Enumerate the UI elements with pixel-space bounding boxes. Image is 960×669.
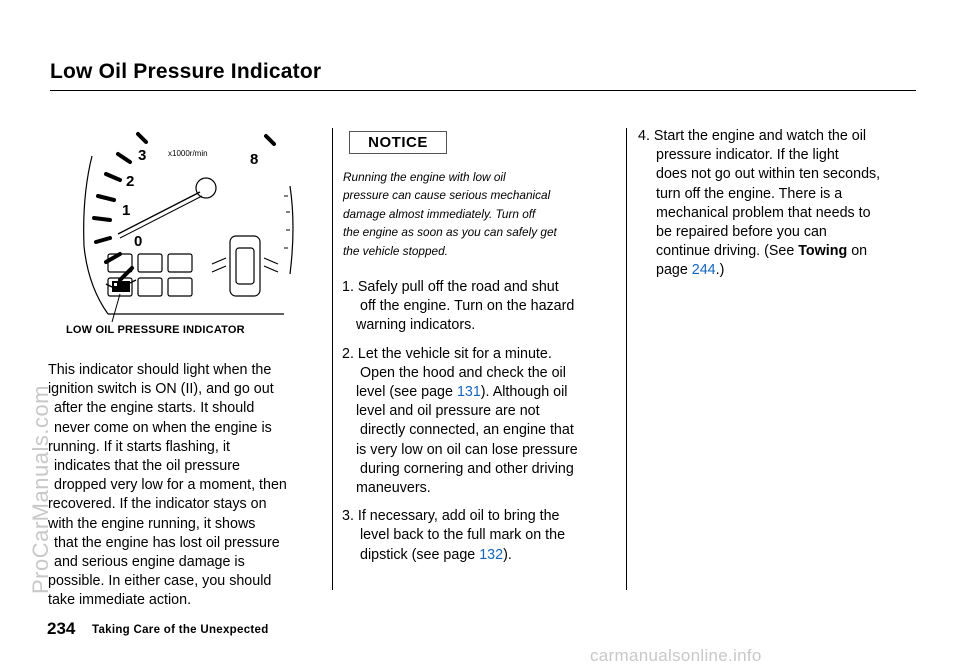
page-title: Low Oil Pressure Indicator (50, 60, 322, 83)
needle-hub (195, 177, 217, 199)
step-1: 1. Safely pull off the road and shut off… (342, 278, 624, 336)
text-line: the vehicle stopped. (343, 243, 448, 258)
column-divider (332, 128, 333, 590)
page-number: 234 (47, 619, 76, 638)
notice-label: NOTICE (349, 131, 447, 154)
tach-label: 0 (134, 233, 142, 250)
text-line: 3. If necessary, add oil to bring the (342, 508, 560, 525)
text-line: ignition switch is ON (II), and go out (48, 381, 274, 398)
figure-caption: LOW OIL PRESSURE INDICATOR (66, 324, 245, 336)
text-line: This indicator should light when the (48, 362, 272, 378)
tach-redline-tick (264, 134, 276, 146)
instrument-cluster-illustration: 0 1 2 3 8 x1000r/min (83, 132, 294, 323)
text-line: that the engine has lost oil pressure (54, 534, 280, 551)
text-line: level (see page 131). Although oil (356, 384, 568, 401)
procedure-steps: 1. Safely pull off the road and shut off… (342, 278, 624, 574)
text-line: continue driving. (See Towing on (656, 243, 868, 260)
tach-unit-label: x1000r/min (168, 149, 208, 158)
page-link-131[interactable]: 131 (456, 384, 481, 401)
text-line: be repaired before you can (656, 224, 827, 241)
title-rule (50, 90, 916, 91)
tach-needle (117, 191, 201, 235)
text-line: damage almost immediately. Turn off (343, 206, 536, 221)
tach-label: 3 (138, 147, 146, 164)
text-line: take immediate action. (48, 592, 192, 609)
page-link-132[interactable]: 132 (479, 546, 504, 563)
text-line: pressure indicator. If the light (656, 147, 839, 164)
text-line: page 244.) (656, 262, 725, 279)
watermark-side: ProCarManuals.com (28, 384, 53, 594)
caption-leader-line (111, 293, 121, 323)
door-open-icon (229, 235, 261, 297)
text-line: mechanical problem that needs to (656, 204, 871, 221)
notice-text: Running the engine with low oil pressure… (343, 168, 625, 260)
text-line: does not go out within ten seconds, (656, 166, 881, 183)
speedo-edge (289, 185, 294, 275)
text-line: after the engine starts. It should (54, 400, 255, 417)
tach-tick (104, 172, 122, 182)
text-line: 1. Safely pull off the road and shut (342, 279, 559, 295)
text-line: level and oil pressure are not (356, 403, 540, 420)
watermark-bottom: carmanualsonline.info (590, 646, 762, 665)
text-line: Running the engine with low oil (343, 170, 506, 184)
text-line: 2. Let the vehicle sit for a minute. (342, 345, 552, 362)
text-line: and serious engine damage is (54, 554, 245, 571)
tach-tick (94, 236, 112, 244)
text-line: dropped very low for a moment, then (54, 477, 287, 494)
text-line: never come on when the engine is (54, 419, 272, 436)
text-line: is very low on oil can lose pressure (356, 441, 578, 458)
tach-label: 8 (250, 151, 258, 168)
tach-label: 1 (122, 202, 130, 219)
cluster-bezel (83, 155, 109, 315)
step-3: 3. If necessary, add oil to bring the le… (342, 507, 624, 565)
text-line: the engine as soon as you can safely get (343, 225, 557, 240)
indicator-lamps (107, 253, 279, 297)
text-line: possible. In either case, you should (48, 573, 272, 590)
tach-label: 2 (126, 173, 134, 190)
footer-section-title: Taking Care of the Unexpected (92, 624, 269, 636)
column-divider (626, 128, 627, 590)
text-line: running. If it starts flashing, it (48, 438, 230, 455)
page-link-244[interactable]: 244 (691, 262, 716, 279)
oil-can-icon (105, 279, 137, 292)
step-4: 4. Start the engine and watch the oil pr… (638, 127, 923, 281)
text-line: indicates that the oil pressure (54, 458, 240, 475)
text-line: level back to the full mark on the (360, 527, 566, 544)
step-2: 2. Let the vehicle sit for a minute. Ope… (342, 345, 624, 499)
tach-needle (119, 195, 203, 239)
text-line: Open the hood and check the oil (360, 364, 566, 381)
text-line: maneuvers. (356, 480, 431, 497)
tach-tick (92, 216, 112, 222)
text-line: directly connected, an engine that (360, 422, 574, 439)
text-line: warning indicators. (356, 317, 476, 334)
tach-tick (136, 132, 148, 144)
instrument-cluster-figure: 0 1 2 3 8 x1000r/min (52, 126, 304, 336)
text-line: 4. Start the engine and watch the oil (638, 128, 867, 144)
text-line: recovered. If the indicator stays on (48, 496, 267, 513)
tach-tick (96, 194, 116, 202)
text-line: with the engine running, it shows (48, 515, 256, 532)
text-line: turn off the engine. There is a (656, 185, 843, 202)
indicator-description: This indicator should light when the ign… (48, 361, 328, 611)
towing-reference: Towing (798, 243, 848, 260)
procedure-step-4: 4. Start the engine and watch the oil pr… (638, 127, 923, 281)
text-line: off the engine. Turn on the hazard (360, 298, 575, 315)
text-line: pressure can cause serious mechanical (343, 188, 551, 203)
text-line: during cornering and other driving (360, 460, 574, 477)
text-line: dipstick (see page 132). (360, 546, 512, 563)
tach-tick (116, 152, 132, 164)
